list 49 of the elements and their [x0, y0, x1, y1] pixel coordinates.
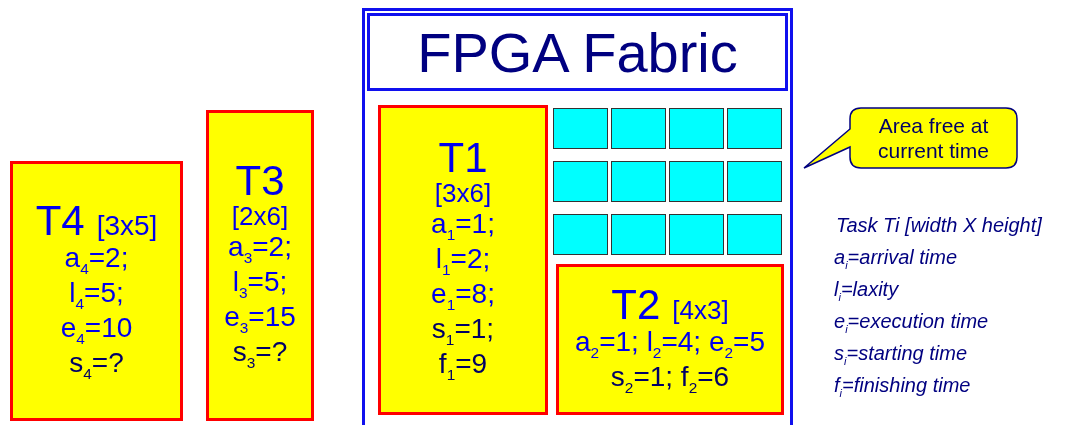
- free-area-cell: [553, 161, 608, 202]
- callout-text: Area free at current time: [877, 113, 990, 164]
- free-area-cell: [611, 161, 666, 202]
- task-parameter: s$_{3}$=?: [232, 335, 288, 371]
- task-parameter: a$_{4}$=2;: [64, 242, 129, 278]
- free-area-cell: [553, 214, 608, 255]
- task-parameter: l$_{1}$=2;: [435, 243, 491, 279]
- legend-definition: e$_{i}$=execution time: [834, 310, 989, 335]
- free-area-cell: [669, 161, 724, 202]
- speech-bubble: [803, 107, 1018, 170]
- task-box: [206, 110, 314, 421]
- task-box: [556, 264, 784, 415]
- task-size: [2x6]: [231, 202, 289, 232]
- fabric-title: FPGA Fabric: [417, 19, 738, 85]
- task-name: T1: [438, 137, 488, 180]
- legend-definition: a$_{i}$=arrival time: [834, 246, 958, 271]
- fabric-frame: [362, 8, 793, 425]
- task-parameter: s$_{1}$=1;: [431, 312, 495, 348]
- task-parameter: f$_{1}$=9: [438, 347, 488, 383]
- task-size: [3x5]: [96, 210, 158, 242]
- free-area-cell: [727, 161, 782, 202]
- legend-definition: f$_{i}$=finishing time: [834, 374, 971, 399]
- task-parameter: l$_{3}$=5;: [232, 266, 288, 302]
- free-area-cell: [669, 108, 724, 149]
- free-area-cell: [611, 214, 666, 255]
- task-parameter: e$_{1}$=8;: [431, 278, 495, 313]
- task-name: T4: [35, 200, 85, 243]
- legend-definition: l$_{i}$=laxity: [834, 278, 899, 303]
- task-name: T2: [611, 283, 661, 326]
- free-area-cell: [669, 214, 724, 255]
- task-parameter: l$_{4}$=5;: [69, 277, 124, 312]
- task-box: [378, 105, 548, 415]
- free-area-cell: [727, 214, 782, 255]
- task-parameter: a$_{2}$=1; l$_{2}$=4; e$_{2}$=5: [575, 325, 765, 361]
- task-parameter: s$_{4}$=?: [69, 346, 124, 382]
- legend-heading: Task Ti [width X height]: [836, 214, 1042, 237]
- task-parameter: a$_{1}$=1;: [431, 208, 495, 244]
- free-area-cell: [611, 108, 666, 149]
- task-parameter: e$_{3}$=15: [224, 301, 296, 336]
- free-area-cell: [727, 108, 782, 149]
- task-box: [10, 161, 183, 421]
- task-name: T3: [235, 160, 285, 203]
- task-parameter: a$_{3}$=2;: [228, 231, 292, 267]
- task-parameter: s$_{2}$=1; f$_{2}$=6: [610, 360, 730, 396]
- task-size: [3x6]: [434, 179, 492, 209]
- task-size: [4x3]: [672, 295, 729, 325]
- task-parameter: e$_{4}$=10: [60, 312, 133, 347]
- legend-definition: s$_{i}$=starting time: [834, 342, 968, 367]
- free-area-cell: [553, 108, 608, 149]
